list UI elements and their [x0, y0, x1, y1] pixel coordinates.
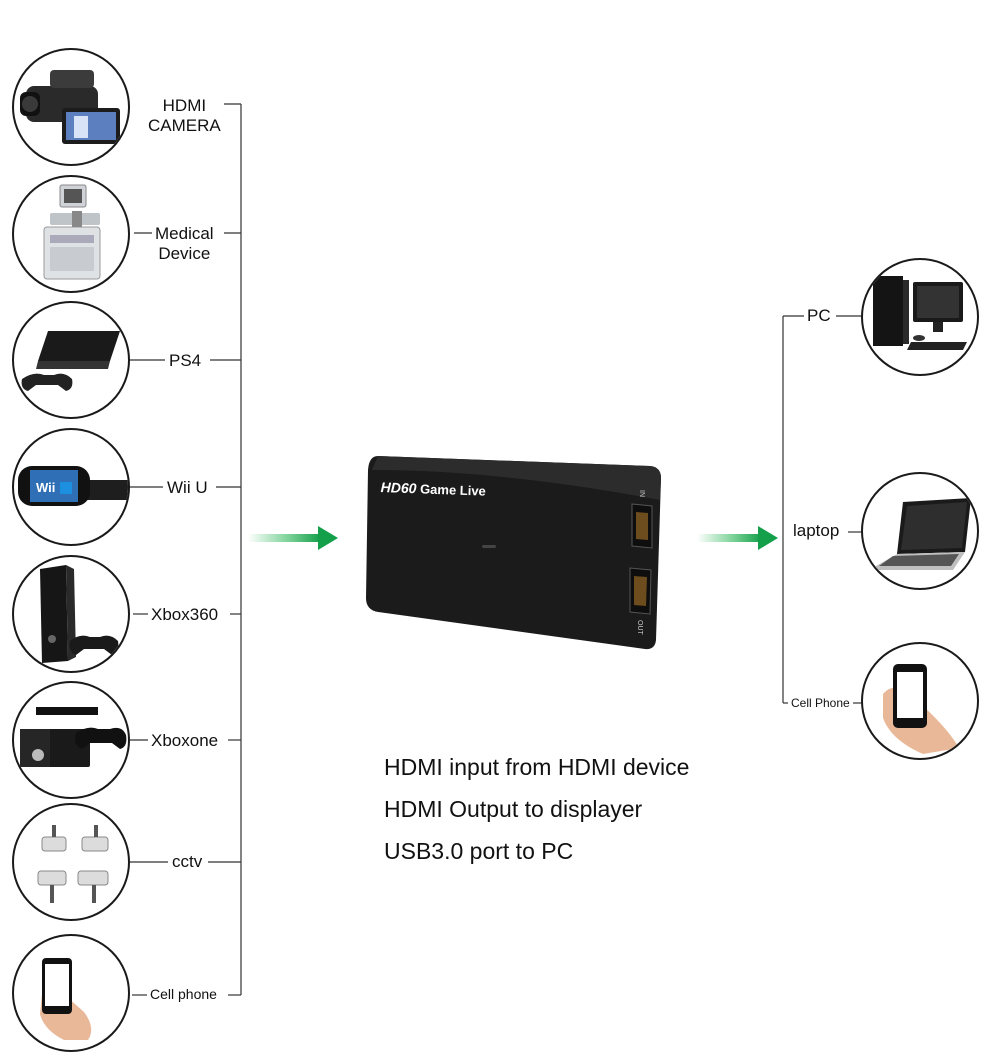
- device-brand: HD60: [380, 479, 417, 497]
- xbox-one-console-icon: [12, 681, 130, 799]
- hdmi-out-port: [629, 567, 652, 615]
- cell-phone-in-hand-icon: [12, 934, 130, 1052]
- output-label-cell-phone: Cell Phone: [788, 696, 853, 710]
- input-label-cctv: cctv: [169, 852, 206, 872]
- feature-line: HDMI input from HDMI device: [384, 754, 690, 780]
- ps4-console-icon: [12, 301, 130, 419]
- output-bus-lines: [782, 315, 862, 704]
- feature-line: USB3.0 port to PC: [384, 838, 574, 864]
- input-label-xbox360: Xbox360: [148, 605, 222, 625]
- hdmi-in-port: [631, 503, 653, 549]
- output-arrow: [697, 526, 778, 550]
- cell-phone-in-hand-icon: [861, 642, 979, 760]
- laptop-icon: [861, 472, 979, 590]
- input-label-ps4: PS4: [166, 351, 205, 371]
- port-out-label: OUT: [636, 620, 643, 636]
- input-label-wii-u: Wii U: [164, 478, 211, 498]
- input-bus-lines: [130, 103, 242, 996]
- port-in-label: IN: [638, 490, 645, 497]
- cctv-cameras-icon: [12, 803, 130, 921]
- input-label-xboxone: Xboxone: [148, 731, 222, 751]
- input-label-cell-phone: Cell phone: [147, 985, 220, 1003]
- input-arrow: [248, 526, 338, 550]
- output-label-laptop: laptop: [790, 521, 843, 541]
- ultrasound-machine-icon: [12, 175, 130, 293]
- capture-card-icon: IN OUT: [366, 456, 661, 650]
- output-label-pc: PC: [804, 306, 834, 326]
- svg-text:Wii: Wii: [36, 480, 55, 495]
- camcorder-icon: [12, 48, 130, 166]
- device-model: Game Live: [419, 481, 487, 499]
- wii-u-console-icon: Wii: [12, 428, 130, 546]
- feature-line: HDMI Output to displayer: [384, 796, 643, 822]
- xbox360-console-icon: [12, 555, 130, 673]
- desktop-pc-icon: [861, 258, 979, 376]
